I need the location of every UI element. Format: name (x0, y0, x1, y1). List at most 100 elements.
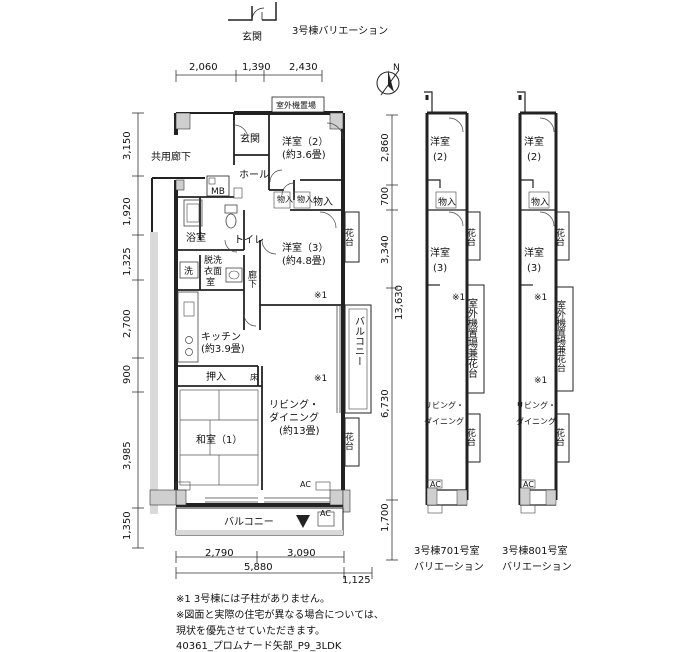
room-outdoor-unit-top: 室外機置場 (276, 100, 316, 110)
v801-yoshitsu2-1: 洋室 (524, 135, 544, 148)
v701-living-2: ダイニング (424, 416, 464, 426)
room-oshiire-small-b: 物入 (297, 194, 313, 204)
label-ac-main-2: AC (320, 509, 331, 518)
v701-kadai2: 花台 (465, 427, 476, 447)
note-line: ※図面と実際の住宅が異なる場合については、 (176, 610, 384, 621)
dim-top-3: 2,430 (289, 62, 318, 73)
notes: ※1 3号棟には子柱がありません。 ※図面と実際の住宅が異なる場合については、 … (176, 592, 384, 640)
room-kadai-2: 花台 (343, 431, 354, 451)
room-yoshitsu2-size: (約3.6畳) (282, 148, 326, 161)
dim-top-2: 1,390 (242, 62, 271, 73)
note-line: 現状を優先させていただきます。 (176, 626, 325, 637)
dim-mid-2: 700 (380, 187, 391, 206)
v701-yoshitsu2-1: 洋室 (430, 135, 450, 148)
v801-note-mark-2: ※1 (534, 376, 547, 386)
v801-caption-1: 3号棟801号室 (502, 544, 567, 557)
room-common-corridor: 共用廊下 (151, 150, 191, 163)
dim-mid-3: 3,340 (380, 235, 391, 264)
room-datsui-3: 室 (206, 276, 215, 288)
room-datsui-1: 脱洗 (204, 254, 222, 266)
dim-bottom-3: 5,880 (244, 562, 273, 573)
dim-left-4: 2,700 (122, 309, 133, 338)
header-entrance-icon (228, 2, 277, 21)
dim-bottom-4: 1,125 (342, 575, 371, 586)
label-ac-main-1: AC (300, 480, 311, 489)
dim-left-2: 1,920 (122, 197, 133, 226)
room-living-1: リビング・ (269, 398, 319, 411)
room-yoshitsu3-name: 洋室（3） (282, 241, 328, 254)
main-plan: 室外機置場 (149, 96, 372, 536)
room-genkan: 玄関 (240, 132, 260, 145)
room-kitchen-name: キッチン (201, 331, 241, 343)
room-oshiire: 押入 (206, 370, 226, 383)
bottom-dimension-lines (175, 551, 373, 579)
v701-yoshitsu3-2: (3) (433, 263, 447, 274)
compass-label: N (393, 63, 400, 73)
room-balcony-bottom: バルコニー (224, 516, 274, 528)
room-kitchen-size: (約3.9畳) (201, 342, 245, 355)
v801-kadai2: 花台 (554, 427, 565, 447)
note-line: ※1 3号棟には子柱がありません。 (176, 594, 330, 605)
room-living-size: (約13畳) (279, 424, 320, 437)
room-yoshitsu3-size: (約4.8畳) (282, 254, 326, 267)
v801-caption-2: バリエーション (502, 561, 572, 573)
v701-note-mark: ※1 (452, 293, 465, 303)
v701-outdoor-unit: 室外機置場兼花台 (466, 297, 478, 379)
room-oshiire-small-a: 物入 (277, 194, 293, 204)
room-living-2: ダイニング (269, 411, 319, 424)
v801-outdoor-unit: 室外機置場兼花台 (555, 299, 566, 373)
dim-bottom-1: 2,790 (205, 548, 234, 559)
top-dimension-line (175, 70, 323, 82)
dim-top-1: 2,060 (189, 62, 218, 73)
room-tokonoma: 床 (250, 372, 258, 382)
note-mark-main-1: ※1 (314, 291, 327, 301)
v701-yoshitsu2-2: (2) (433, 152, 447, 163)
header-entrance-label: 玄関 (242, 30, 262, 43)
v801-yoshitsu3-1: 洋室 (524, 246, 544, 259)
v701-kadai: 花台 (465, 227, 476, 247)
dim-mid-6: 1,700 (380, 503, 391, 532)
v801-note-mark: ※1 (534, 293, 547, 303)
v801-kadai: 花台 (554, 227, 565, 247)
room-toilet: トイレ (234, 235, 264, 246)
left-dimension-line (132, 112, 144, 549)
v701-yoshitsu3-1: 洋室 (430, 246, 450, 259)
v801-living-1: リビング・ (516, 400, 556, 410)
header-title: 3号棟バリエーション (292, 24, 388, 37)
dim-mid-5: 6,730 (380, 389, 391, 418)
room-datsui-2: 衣面 (204, 265, 222, 277)
v801-living-2: ダイニング (516, 416, 556, 426)
middle-dimension-line (386, 114, 398, 561)
variation-701-plan (424, 91, 485, 514)
compass-icon (376, 69, 400, 96)
room-sentaku: 洗 (184, 265, 193, 277)
footer-code: 40361_プロムナード矢部_P9_3LDK (176, 641, 342, 652)
room-washitsu: 和室（1） (196, 433, 242, 446)
room-balcony-side: バルコニー (353, 316, 365, 366)
v801-ac: AC (523, 480, 534, 489)
dim-left-5: 900 (122, 365, 133, 384)
room-yoshitsu2-name: 洋室（2） (282, 135, 328, 148)
v801-yoshitsu3-2: (3) (527, 263, 541, 274)
room-kadai: 花台 (343, 227, 354, 247)
v701-ac: AC (430, 480, 441, 489)
room-mb: MB (211, 187, 225, 197)
room-hall: ホール (239, 169, 269, 181)
room-roka: 廊下 (246, 269, 257, 289)
note-mark-main-2: ※1 (314, 374, 327, 384)
dim-mid-1: 2,860 (380, 133, 391, 162)
v801-monoire: 物入 (531, 196, 549, 208)
dim-left-1: 3,150 (122, 131, 133, 160)
v701-living-1: リビング・ (424, 400, 464, 410)
dim-bottom-2: 3,090 (287, 548, 316, 559)
dim-mid-4: 13,630 (394, 285, 405, 320)
room-yokushitsu: 浴室 (186, 231, 206, 244)
dim-left-6: 3,985 (122, 441, 133, 470)
dim-left-3: 1,325 (122, 247, 133, 276)
dim-left-7: 1,350 (122, 511, 133, 540)
v701-caption-2: バリエーション (414, 561, 484, 573)
v701-monoire: 物入 (438, 196, 456, 208)
v801-yoshitsu2-2: (2) (527, 152, 541, 163)
v701-caption-1: 3号棟701号室 (414, 544, 479, 557)
